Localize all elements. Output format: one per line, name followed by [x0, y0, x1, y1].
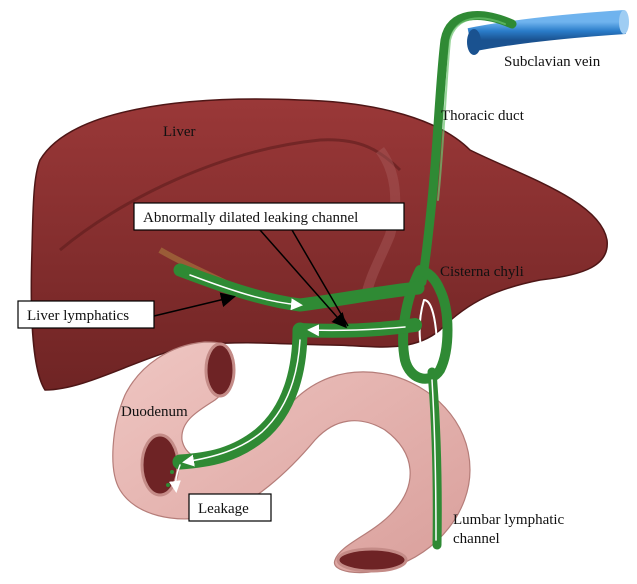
label-subclavian-vein: Subclavian vein	[504, 54, 601, 70]
callout-liver-lymphatics-text: Liver lymphatics	[27, 308, 129, 324]
subclavian-vein-end-right	[619, 10, 629, 34]
label-lumbar-line1: Lumbar lymphatic	[453, 512, 565, 528]
duodenum-opening-bottom	[338, 549, 406, 571]
label-liver: Liver	[163, 124, 195, 140]
label-thoracic-duct: Thoracic duct	[441, 108, 525, 124]
duodenum-opening-top	[206, 344, 234, 396]
callout-leakage: Leakage	[189, 494, 271, 521]
liver-illustration	[31, 99, 607, 390]
subclavian-vein-end	[467, 29, 481, 55]
callout-dilated-channel-text: Abnormally dilated leaking channel	[143, 210, 358, 226]
leakage-droplet	[170, 470, 174, 474]
subclavian-vein-tube	[470, 22, 625, 40]
duodenum-opening-left	[142, 435, 178, 495]
label-duodenum: Duodenum	[121, 404, 188, 420]
liver-shape	[31, 99, 607, 390]
callout-leakage-text: Leakage	[198, 501, 249, 517]
leakage-droplet	[166, 483, 170, 487]
label-lumbar-line2: channel	[453, 531, 500, 547]
label-cisterna-chyli: Cisterna chyli	[440, 264, 524, 280]
